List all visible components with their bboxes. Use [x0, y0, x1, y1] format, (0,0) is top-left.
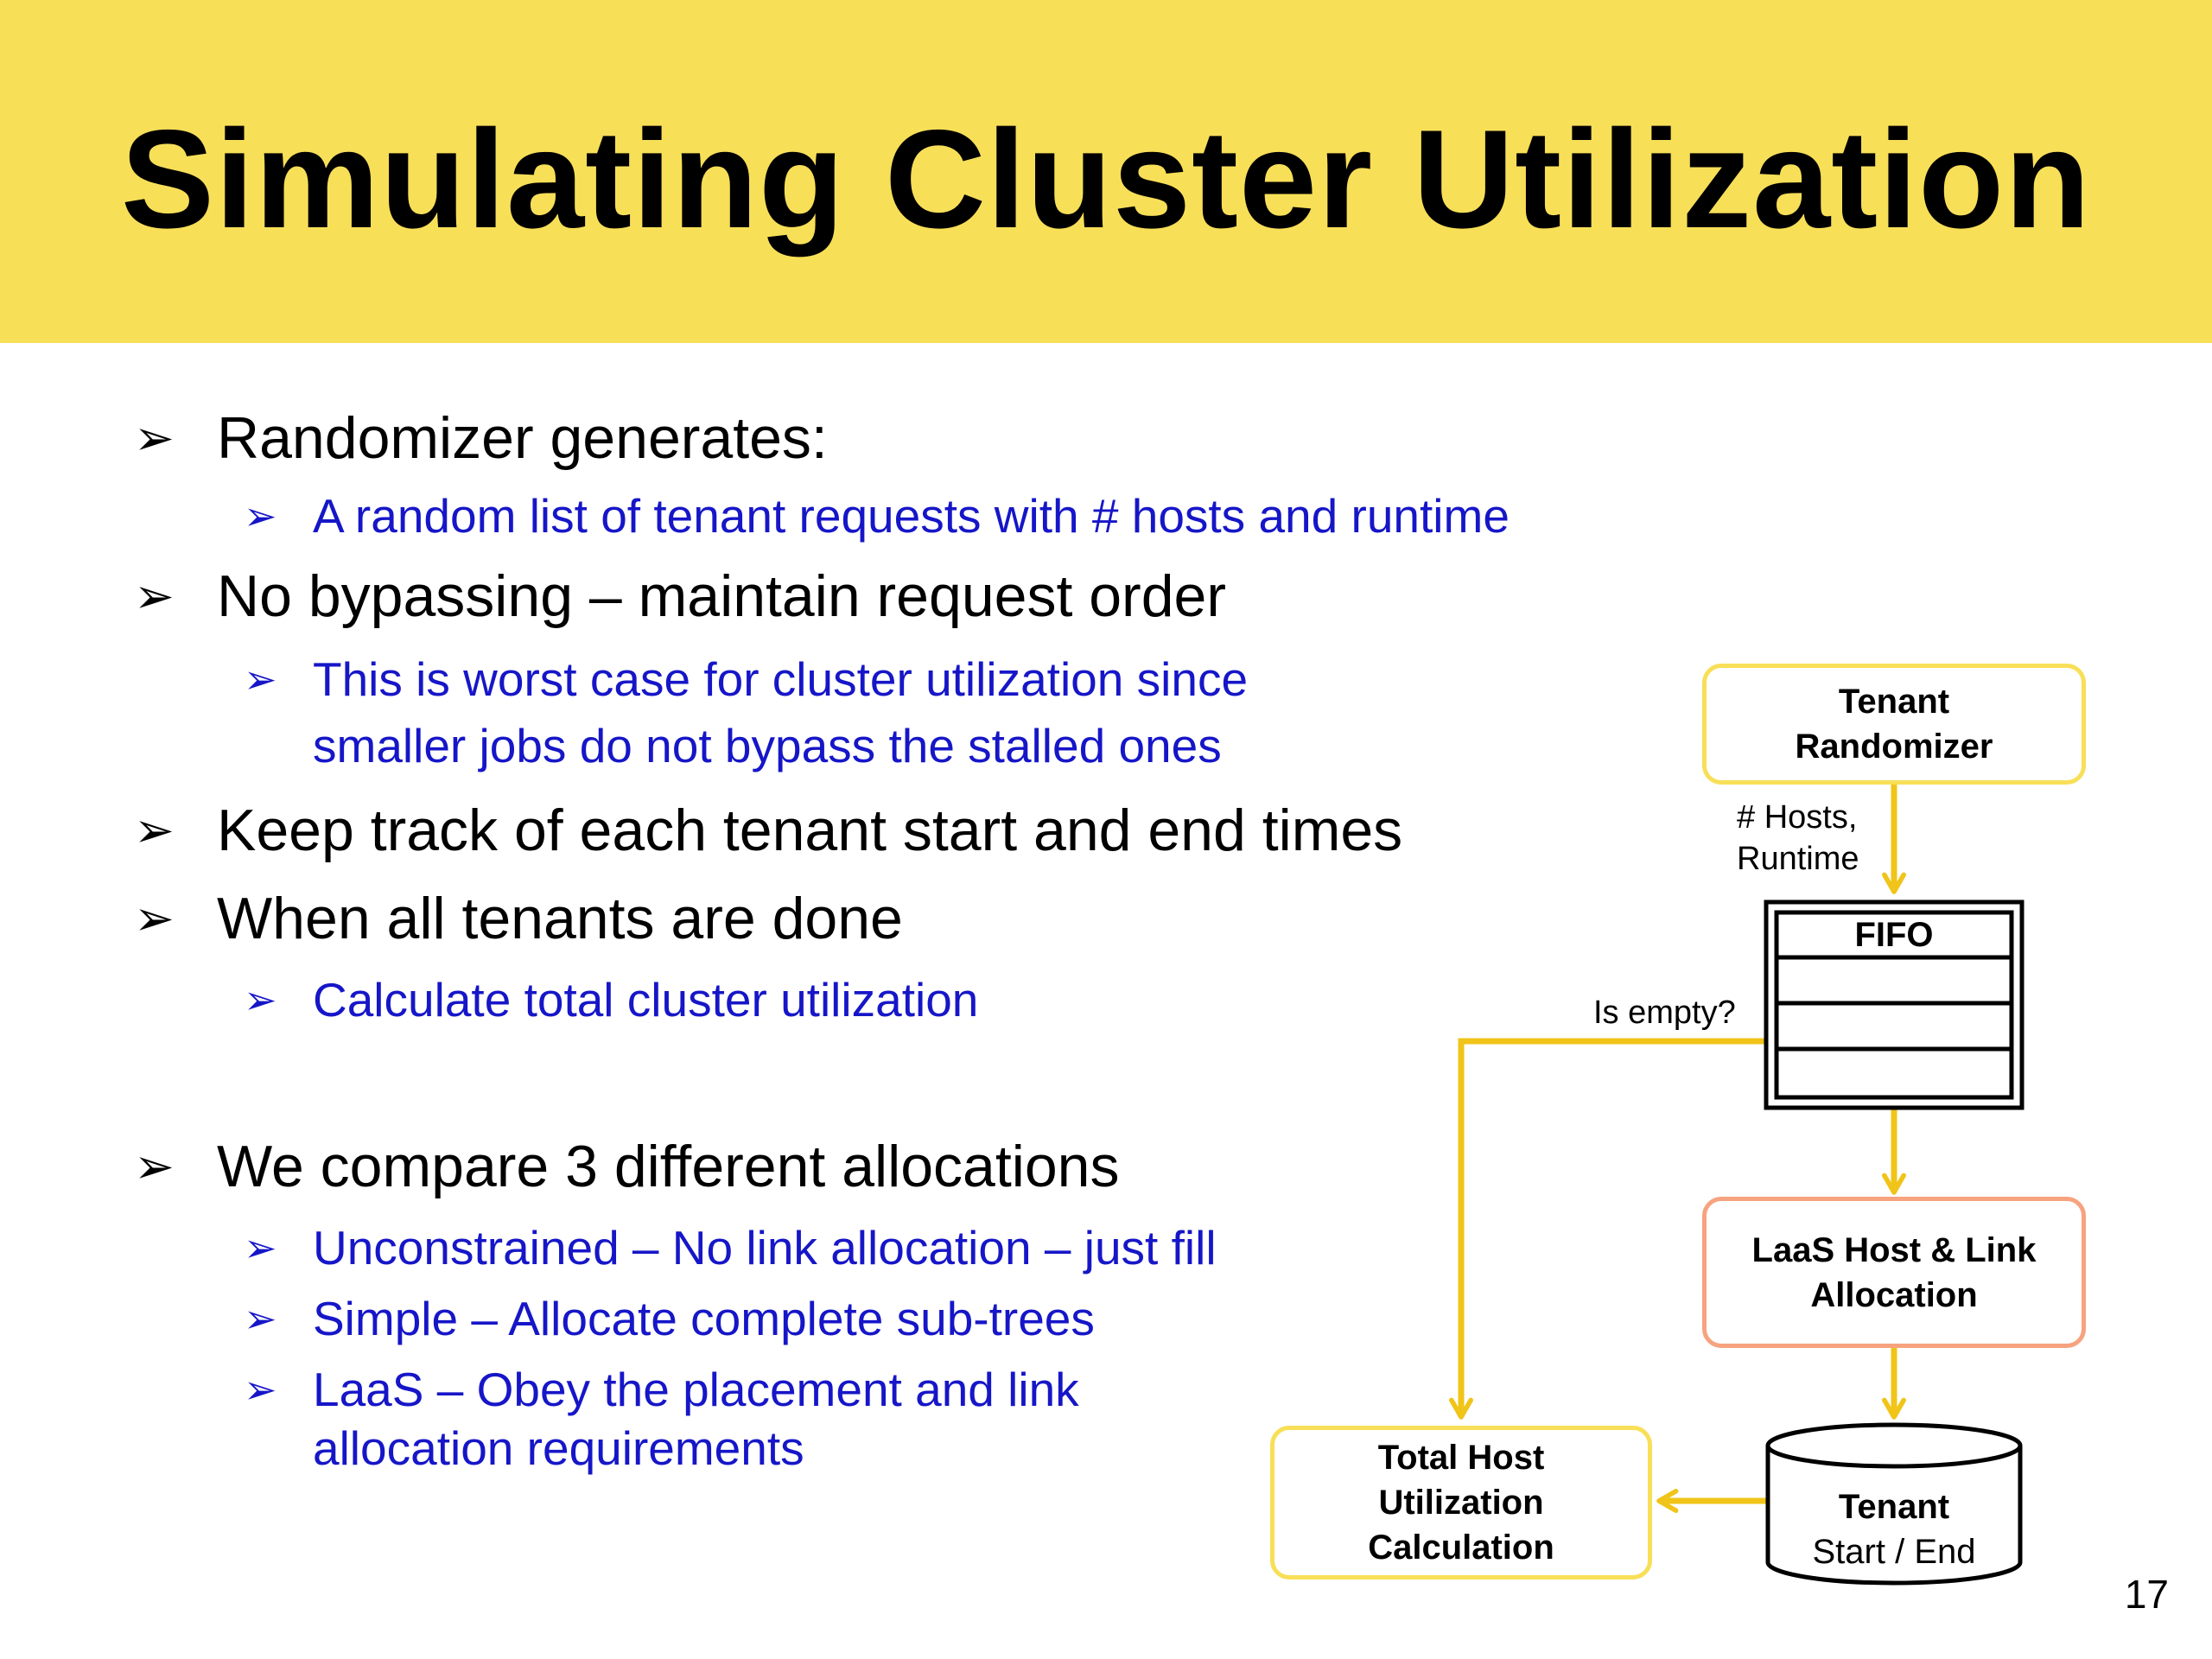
- sub-bullet-text: This is worst case for cluster utilizati…: [313, 652, 1249, 706]
- node-label: Calculation: [1368, 1529, 1554, 1567]
- title-banner: Simulating Cluster Utilization: [0, 0, 2212, 343]
- bullet-arrow-icon: ➢: [244, 977, 277, 1022]
- bullet-text: When all tenants are done: [217, 886, 903, 951]
- node-label: Start / End: [1812, 1533, 1976, 1571]
- node-label: Total Host: [1377, 1439, 1545, 1477]
- bullet-arrow-icon: ➢: [134, 569, 175, 623]
- arrow-fifo-empty-to-calc: [1449, 1038, 1765, 1420]
- slide-title: Simulating Cluster Utilization: [120, 101, 2092, 257]
- bullet-arrow-icon: ➢: [134, 891, 175, 945]
- sub-bullet-text: Simple – Allocate complete sub-trees: [313, 1292, 1095, 1345]
- bullet-arrow-icon: ➢: [134, 1139, 175, 1193]
- bullet-arrow-icon: ➢: [244, 493, 277, 538]
- bullet-arrow-icon: ➢: [134, 410, 175, 465]
- node-label: Tenant: [1838, 683, 1950, 721]
- sub-bullet-text: Calculate total cluster utilization: [313, 973, 979, 1027]
- bullet-list: ➢ Randomizer generates: ➢ A random list …: [134, 405, 1510, 1475]
- bullet-text: We compare 3 different allocations: [217, 1134, 1120, 1199]
- tenant-store-label: Tenant Start / End: [1768, 1484, 2020, 1574]
- diagram-connectors: [1449, 785, 2024, 1586]
- laas-allocation-node: LaaS Host & Link Allocation: [1702, 1197, 2086, 1348]
- bullet-arrow-icon: ➢: [244, 657, 277, 702]
- edge-label-line: Runtime: [1737, 841, 1859, 877]
- tenant-randomizer-node: Tenant Randomizer: [1702, 664, 2086, 785]
- sub-bullet-text: Unconstrained – No link allocation – jus…: [313, 1221, 1217, 1274]
- bullet-arrow-icon: ➢: [244, 1367, 277, 1412]
- fifo-queue: [1764, 899, 2024, 1110]
- node-label: Randomizer: [1795, 728, 1993, 766]
- tenant-store-cylinder: [1765, 1422, 2023, 1586]
- sub-bullet-text: allocation requirements: [313, 1421, 804, 1475]
- page-number: 17: [2124, 1572, 2169, 1617]
- sub-bullet-text: LaaS – Obey the placement and link: [313, 1363, 1079, 1416]
- bullet-text: No bypassing – maintain request order: [217, 563, 1226, 629]
- node-label: Tenant: [1838, 1488, 1950, 1526]
- bullet-arrow-icon: ➢: [244, 1296, 277, 1341]
- node-label: Allocation: [1810, 1275, 1978, 1314]
- node-label: Utilization: [1378, 1484, 1544, 1522]
- sub-bullet-text: smaller jobs do not bypass the stalled o…: [313, 719, 1222, 772]
- total-utilization-node: Total Host Utilization Calculation: [1270, 1426, 1652, 1580]
- edge-label-line: # Hosts,: [1737, 799, 1858, 836]
- bullet-arrow-icon: ➢: [244, 1225, 277, 1270]
- is-empty-label: Is empty?: [1593, 995, 1736, 1031]
- bullet-text: Randomizer generates:: [217, 405, 828, 471]
- bullet-arrow-icon: ➢: [134, 803, 175, 857]
- bullet-text: Keep track of each tenant start and end …: [217, 798, 1403, 863]
- flow-diagram: Tenant Randomizer # Hosts, Runtime FIFO …: [1244, 639, 2108, 1607]
- node-label: LaaS Host & Link: [1751, 1230, 2037, 1269]
- sub-bullet-text: A random list of tenant requests with # …: [313, 489, 1510, 543]
- edge-label-hosts-runtime: # Hosts, Runtime: [1737, 797, 1859, 880]
- fifo-label: FIFO: [1854, 916, 1934, 954]
